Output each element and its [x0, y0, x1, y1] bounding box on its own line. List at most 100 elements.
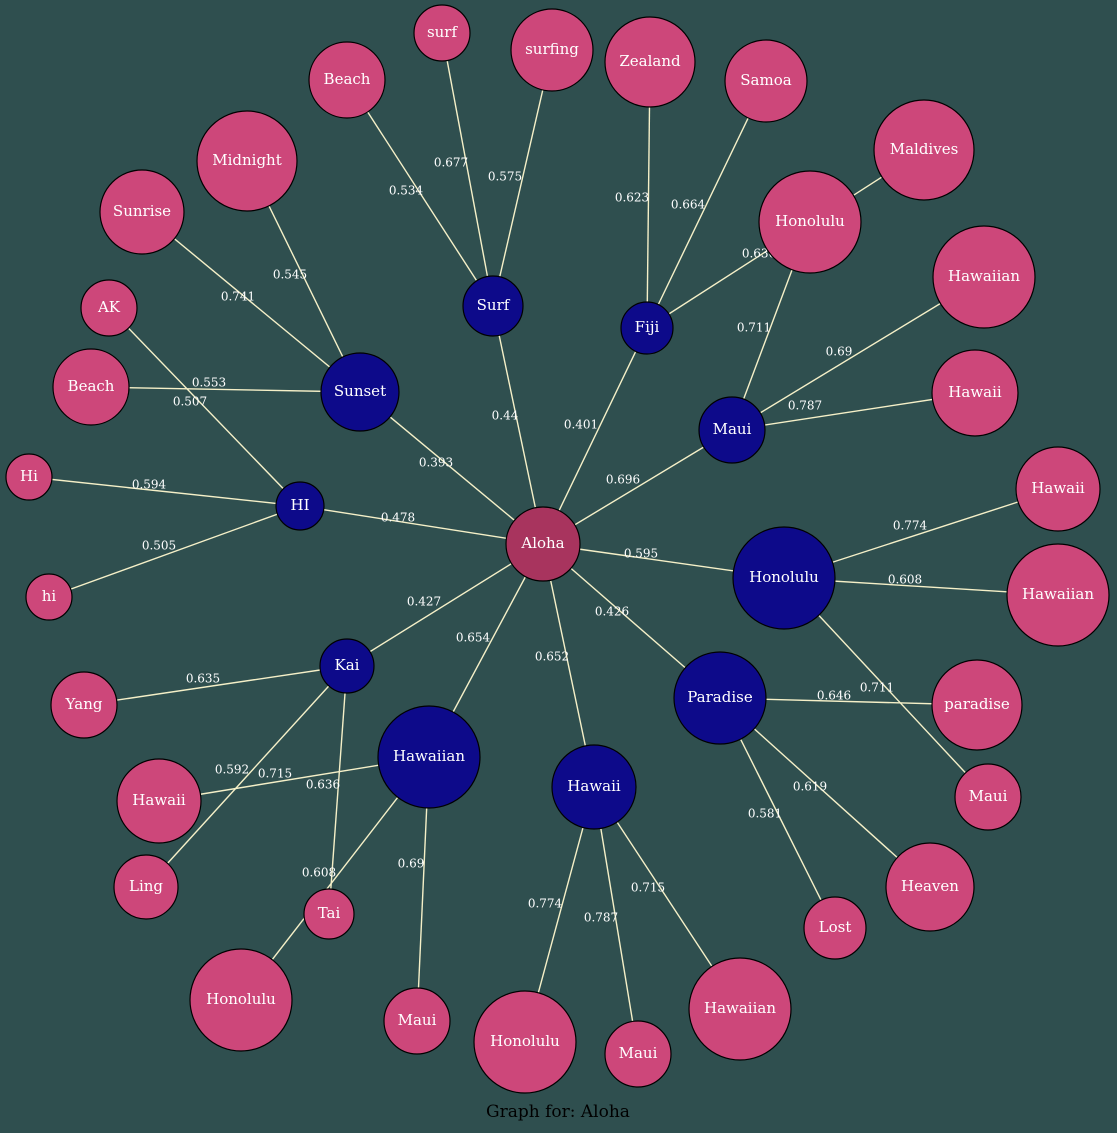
hub-node-circle — [275, 481, 325, 531]
edge-aloha-fiji — [542, 327, 648, 545]
edge-weight-label: 0.478 — [381, 511, 415, 525]
edge-weight-label: 0.664 — [671, 198, 706, 212]
node-honolulu_h[interactable]: Honolulu — [732, 526, 836, 630]
node-hawaiian2[interactable]: Hawaiian — [1006, 543, 1110, 647]
node-lost[interactable]: Lost — [803, 896, 867, 960]
edge-weight-label: 0.44 — [492, 409, 519, 423]
node-yang[interactable]: Yang — [50, 671, 118, 739]
node-hawaiian1[interactable]: Hawaiian — [932, 225, 1036, 329]
leaf-node-circle — [196, 110, 298, 212]
edge-weight-label: 0.711 — [737, 321, 771, 335]
node-beach2[interactable]: Beach — [52, 348, 130, 426]
edge-aloha-surf — [492, 305, 544, 545]
node-label: Hawaii — [132, 791, 186, 809]
leaf-node-circle — [413, 4, 471, 62]
node-hi_lower[interactable]: hi — [25, 573, 73, 621]
node-samoa[interactable]: Samoa — [724, 39, 808, 123]
hub-node-circle — [377, 705, 481, 809]
leaf-node-circle — [383, 987, 451, 1055]
node-honolulu3[interactable]: Honolulu — [473, 990, 577, 1094]
node-label: Maui — [619, 1044, 658, 1062]
node-paradise_h[interactable]: Paradise — [673, 651, 767, 745]
node-maui3[interactable]: Maui — [604, 1020, 672, 1088]
leaf-node-circle — [303, 888, 355, 940]
leaf-node-circle — [604, 1020, 672, 1088]
edge-weight-label: 0.393 — [419, 456, 453, 470]
leaf-node-circle — [688, 957, 792, 1061]
node-label: Honolulu — [206, 990, 276, 1008]
node-hawaii2[interactable]: Hawaii — [1015, 446, 1101, 532]
hub-node-circle — [732, 526, 836, 630]
node-label: surfing — [525, 40, 579, 58]
edge-weight-label: 0.608 — [888, 573, 922, 587]
node-label: Honolulu — [490, 1032, 560, 1050]
edge-sunset-beach2 — [90, 386, 361, 393]
edge-weight-label: 0.635 — [186, 672, 220, 686]
node-honolulu2[interactable]: Honolulu — [189, 948, 293, 1052]
node-label: Maui — [398, 1011, 437, 1029]
node-zealand[interactable]: Zealand — [604, 16, 696, 108]
edge-weight-label: 0.69 — [826, 345, 853, 359]
leaf-node-circle — [724, 39, 808, 123]
node-label: Maui — [713, 420, 752, 438]
edge-weight-label: 0.592 — [215, 763, 249, 777]
hub-node-circle — [462, 275, 524, 337]
edge-weight-label: 0.715 — [258, 767, 292, 781]
node-sunset[interactable]: Sunset — [320, 352, 400, 432]
leaf-node-circle — [885, 842, 975, 932]
node-maldives[interactable]: Maldives — [873, 99, 975, 201]
edge-aloha-hi_h — [299, 505, 544, 545]
hub-node-circle — [698, 396, 766, 464]
edge-weight-label: 0.774 — [893, 519, 928, 533]
node-sunrise[interactable]: Sunrise — [99, 169, 185, 255]
node-hi_upper[interactable]: Hi — [5, 453, 53, 501]
node-midnight[interactable]: Midnight — [196, 110, 298, 212]
node-hawaii_h[interactable]: Hawaii — [551, 744, 637, 830]
edge-weight-label: 0.427 — [407, 595, 441, 609]
node-label: hi — [42, 587, 57, 605]
edge-aloha-kai — [346, 543, 544, 667]
node-heaven[interactable]: Heaven — [885, 842, 975, 932]
node-paradise_l[interactable]: paradise — [931, 659, 1023, 751]
edge-weight-label: 0.774 — [528, 897, 563, 911]
node-surf[interactable]: Surf — [462, 275, 524, 337]
node-kai[interactable]: Kai — [319, 638, 375, 694]
node-label: Hawaiian — [948, 267, 1020, 285]
node-hawaii1[interactable]: Hawaii — [931, 349, 1019, 437]
node-honolulu1[interactable]: Honolulu — [758, 170, 862, 274]
leaf-node-circle — [473, 990, 577, 1094]
node-maui_h[interactable]: Maui — [698, 396, 766, 464]
hub-node-circle — [673, 651, 767, 745]
edge-weight-label: 0.677 — [434, 156, 468, 170]
node-hi_h[interactable]: HI — [275, 481, 325, 531]
node-maui2[interactable]: Maui — [383, 987, 451, 1055]
node-hawaiian_h[interactable]: Hawaiian — [377, 705, 481, 809]
edge-weight-label: 0.636 — [306, 778, 340, 792]
node-label: Beach — [324, 70, 371, 88]
node-beach1[interactable]: Beach — [308, 41, 386, 119]
node-maui1[interactable]: Maui — [954, 763, 1022, 831]
hub-node-circle — [319, 638, 375, 694]
node-surfing[interactable]: surfing — [510, 8, 594, 92]
node-hawaiian3[interactable]: Hawaiian — [688, 957, 792, 1061]
leaf-node-circle — [99, 169, 185, 255]
node-hawaii3[interactable]: Hawaii — [116, 758, 202, 844]
node-ak[interactable]: AK — [80, 279, 138, 337]
edge-weight-label: 0.595 — [624, 547, 658, 561]
node-label: Lost — [819, 918, 852, 936]
edge-aloha-sunset — [359, 391, 544, 545]
node-tai[interactable]: Tai — [303, 888, 355, 940]
edge-kai-ling — [145, 665, 348, 888]
node-aloha[interactable]: Aloha — [505, 506, 581, 582]
node-label: Surf — [477, 296, 511, 314]
node-ling[interactable]: Ling — [113, 854, 179, 920]
node-fiji[interactable]: Fiji — [620, 301, 674, 355]
node-label: paradise — [944, 695, 1010, 713]
node-surf_l[interactable]: surf — [413, 4, 471, 62]
edge-weight-label: 0.646 — [817, 689, 851, 703]
edge-weight-label: 0.401 — [564, 418, 598, 432]
leaf-node-circle — [116, 758, 202, 844]
leaf-node-circle — [113, 854, 179, 920]
edge-surf-surfing — [492, 49, 553, 307]
edge-weight-label: 0.575 — [488, 170, 522, 184]
